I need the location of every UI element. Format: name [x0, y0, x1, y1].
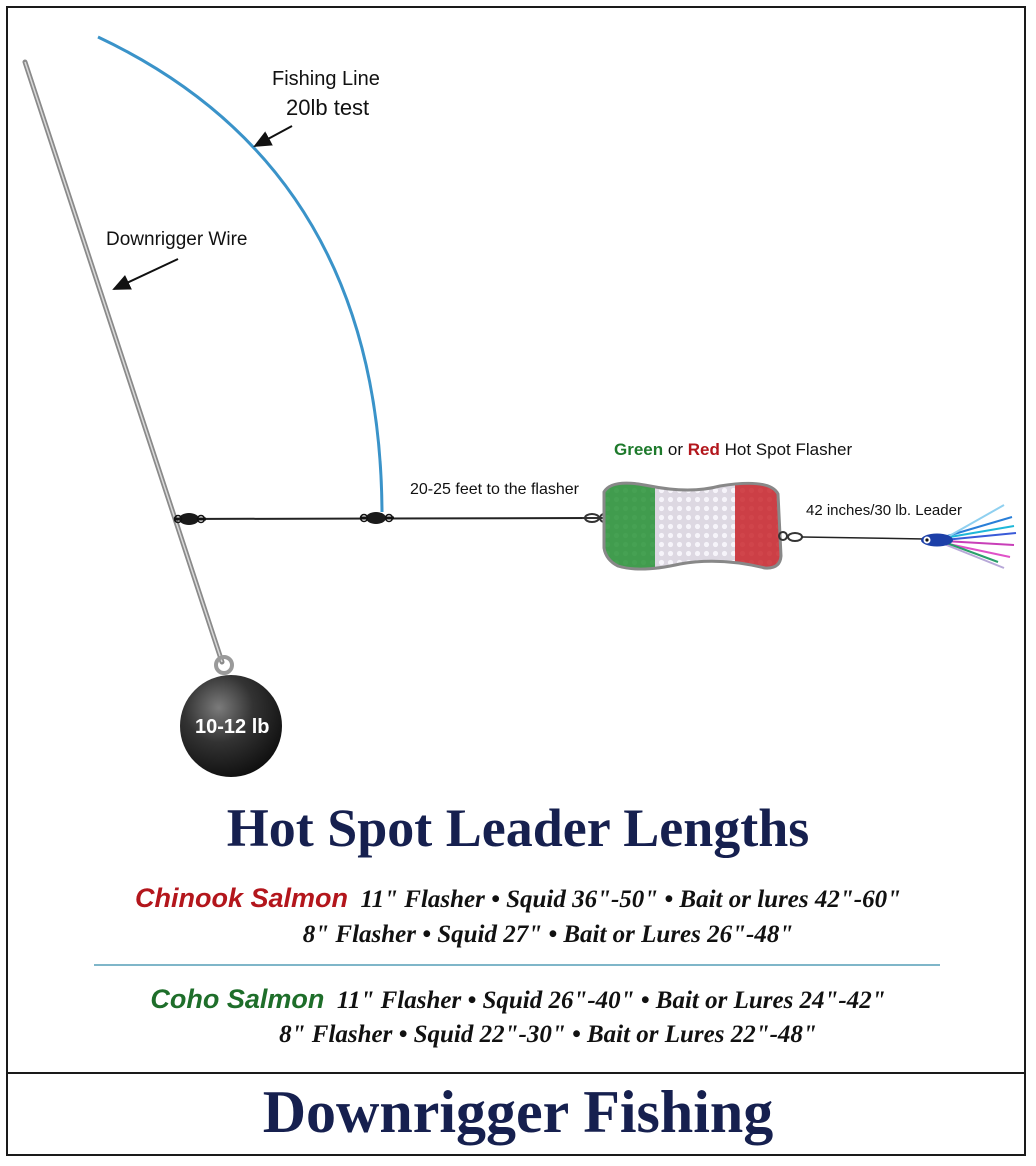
flasher-label-red: Red — [687, 440, 720, 459]
chinook-row-1: Chinook Salmon 11" Flasher • Squid 36"-5… — [0, 883, 1036, 914]
flasher-label-or: or — [667, 440, 683, 459]
flasher-label-green: Green — [614, 440, 664, 459]
downrigger-wire-label: Downrigger Wire — [106, 229, 248, 250]
coho-row-1: Coho Salmon 11" Flasher • Squid 26"-40" … — [0, 984, 1036, 1015]
flasher-label-rest: Hot Spot Flasher — [724, 440, 853, 459]
weight-label: 10-12 lb — [195, 716, 270, 738]
downrigger-wire-arrow — [112, 258, 179, 290]
chinook-salmon-label: Chinook Salmon — [135, 883, 349, 913]
species-divider — [94, 964, 940, 966]
coho-line-2: 8" Flasher • Squid 22"-30" • Bait or Lur… — [279, 1021, 817, 1048]
leader-line — [801, 536, 926, 540]
hot-spot-flasher — [602, 481, 783, 571]
fishing-line-test-label: 20lb test — [286, 95, 370, 120]
flasher-label: Green or Red Hot Spot Flasher — [614, 440, 852, 460]
fishing-line-arrow — [253, 125, 293, 147]
release-clip-2 — [359, 512, 394, 524]
leader-label: 42 inches/30 lb. Leader — [806, 502, 962, 519]
footer-divider — [6, 1072, 1026, 1074]
fishing-line-label: Fishing Line — [272, 68, 380, 90]
squid-lure — [921, 504, 1017, 569]
leader-swivel — [778, 531, 803, 542]
release-clip-1 — [173, 513, 206, 525]
flasher-distance-label: 20-25 feet to the flasher — [410, 481, 579, 498]
downrigger-wire-highlight — [24, 61, 223, 663]
fishing-line — [97, 35, 384, 513]
coho-salmon-label: Coho Salmon — [150, 984, 325, 1014]
coho-line-1: 11" Flasher • Squid 26"-40" • Bait or Lu… — [336, 987, 886, 1014]
chinook-line-2: 8" Flasher • Squid 27" • Bait or Lures 2… — [302, 921, 794, 948]
footer-title: Downrigger Fishing — [262, 1079, 774, 1145]
rig-diagram — [22, 35, 1017, 777]
chinook-line-1: 11" Flasher • Squid 36"-50" • Bait or lu… — [360, 886, 901, 913]
page-frame — [6, 6, 1026, 1156]
cannonball-weight — [180, 655, 282, 777]
leader-lengths-heading: Hot Spot Leader Lengths — [226, 798, 810, 858]
